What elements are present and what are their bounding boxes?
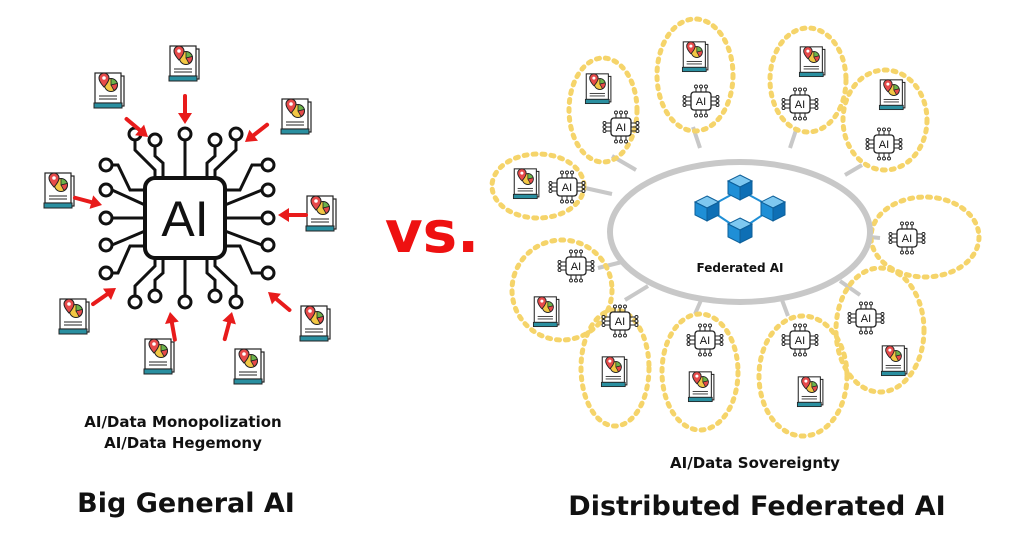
svg-text:AI: AI [616, 122, 626, 134]
svg-text:AI: AI [861, 313, 871, 325]
red-arrow-icon [161, 308, 184, 343]
svg-text:AI: AI [696, 96, 706, 108]
document-chart-icon [93, 72, 125, 109]
red-arrow-icon [176, 94, 194, 126]
ai-chip-icon: AI [686, 323, 724, 357]
circuit-pins [98, 126, 276, 310]
ai-chip-icon: AI [682, 84, 720, 118]
ai-chip-icon: AI [548, 170, 586, 204]
document-chart-icon [880, 345, 908, 377]
left-caption-line1: AI/Data Monopolization [84, 413, 281, 431]
red-arrow-icon [276, 206, 308, 224]
document-chart-icon [878, 79, 906, 111]
document-chart-icon [600, 356, 628, 388]
svg-text:AI: AI [795, 335, 805, 347]
document-chart-icon [796, 376, 824, 408]
red-arrow-icon [87, 280, 123, 312]
document-chart-icon [299, 305, 331, 342]
right-caption: AI/Data Sovereignty [670, 454, 840, 472]
ai-chip-icon: AI [781, 87, 819, 121]
ai-chip-icon [143, 176, 227, 260]
document-chart-icon [512, 168, 540, 200]
node-boundary [654, 16, 736, 134]
node-chips: AI AI AI AI AI AI AI AI AI AI AI [548, 84, 926, 357]
ai-chip-label: AI [161, 191, 208, 247]
document-chart-icon [168, 45, 200, 82]
ai-chip-icon: AI [781, 323, 819, 357]
document-chart-icon [798, 46, 826, 78]
document-chart-icon [305, 195, 337, 232]
node-boundary [833, 265, 927, 395]
document-chart-icon [687, 371, 715, 403]
svg-text:AI: AI [615, 316, 625, 328]
distributed-federated-ai-panel: Federated AI AI AI AI AI AI AI AI AI AI … [489, 16, 982, 522]
svg-text:AI: AI [795, 99, 805, 111]
svg-text:AI: AI [571, 261, 581, 273]
node-boundary [767, 25, 849, 135]
vs-label: vs. [385, 198, 479, 266]
node-boundary [756, 313, 850, 439]
ai-chip-icon: AI [847, 301, 885, 335]
document-chart-icon [143, 338, 175, 375]
document-chart-icon [233, 348, 265, 385]
document-chart-icon [532, 296, 560, 328]
left-title: Big General AI [77, 488, 295, 519]
ai-chip-icon: AI [557, 249, 595, 283]
ai-chip-icon: AI [888, 221, 926, 255]
ai-chip-icon: AI [865, 127, 903, 161]
node-boundary [840, 67, 930, 173]
document-chart-icon [43, 172, 75, 209]
blockchain-cubes-icon [694, 174, 786, 244]
document-chart-icon [681, 41, 709, 73]
svg-text:AI: AI [562, 182, 572, 194]
node-boundary [659, 311, 741, 433]
svg-text:AI: AI [879, 139, 889, 151]
document-chart-icon [58, 298, 90, 335]
node-boundary [509, 237, 615, 343]
red-arrow-icon [238, 117, 274, 150]
red-arrow-icon [261, 284, 296, 318]
red-arrow-icon [215, 308, 241, 343]
document-chart-icon [280, 98, 312, 135]
circuit-traces [111, 140, 263, 296]
svg-text:AI: AI [700, 335, 710, 347]
ai-chip-icon: AI [602, 110, 640, 144]
red-arrow-icon [71, 188, 106, 214]
hub-label: Federated AI [697, 261, 784, 275]
right-title: Distributed Federated AI [568, 491, 945, 522]
big-general-ai-panel: AI AI/Data Monopolization AI/Data Hegemo… [43, 45, 337, 519]
document-chart-icon [584, 73, 612, 105]
svg-text:AI: AI [902, 233, 912, 245]
left-caption-line2: AI/Data Hegemony [104, 434, 262, 452]
node-boundary [566, 55, 640, 165]
ai-chip-icon: AI [601, 304, 639, 338]
